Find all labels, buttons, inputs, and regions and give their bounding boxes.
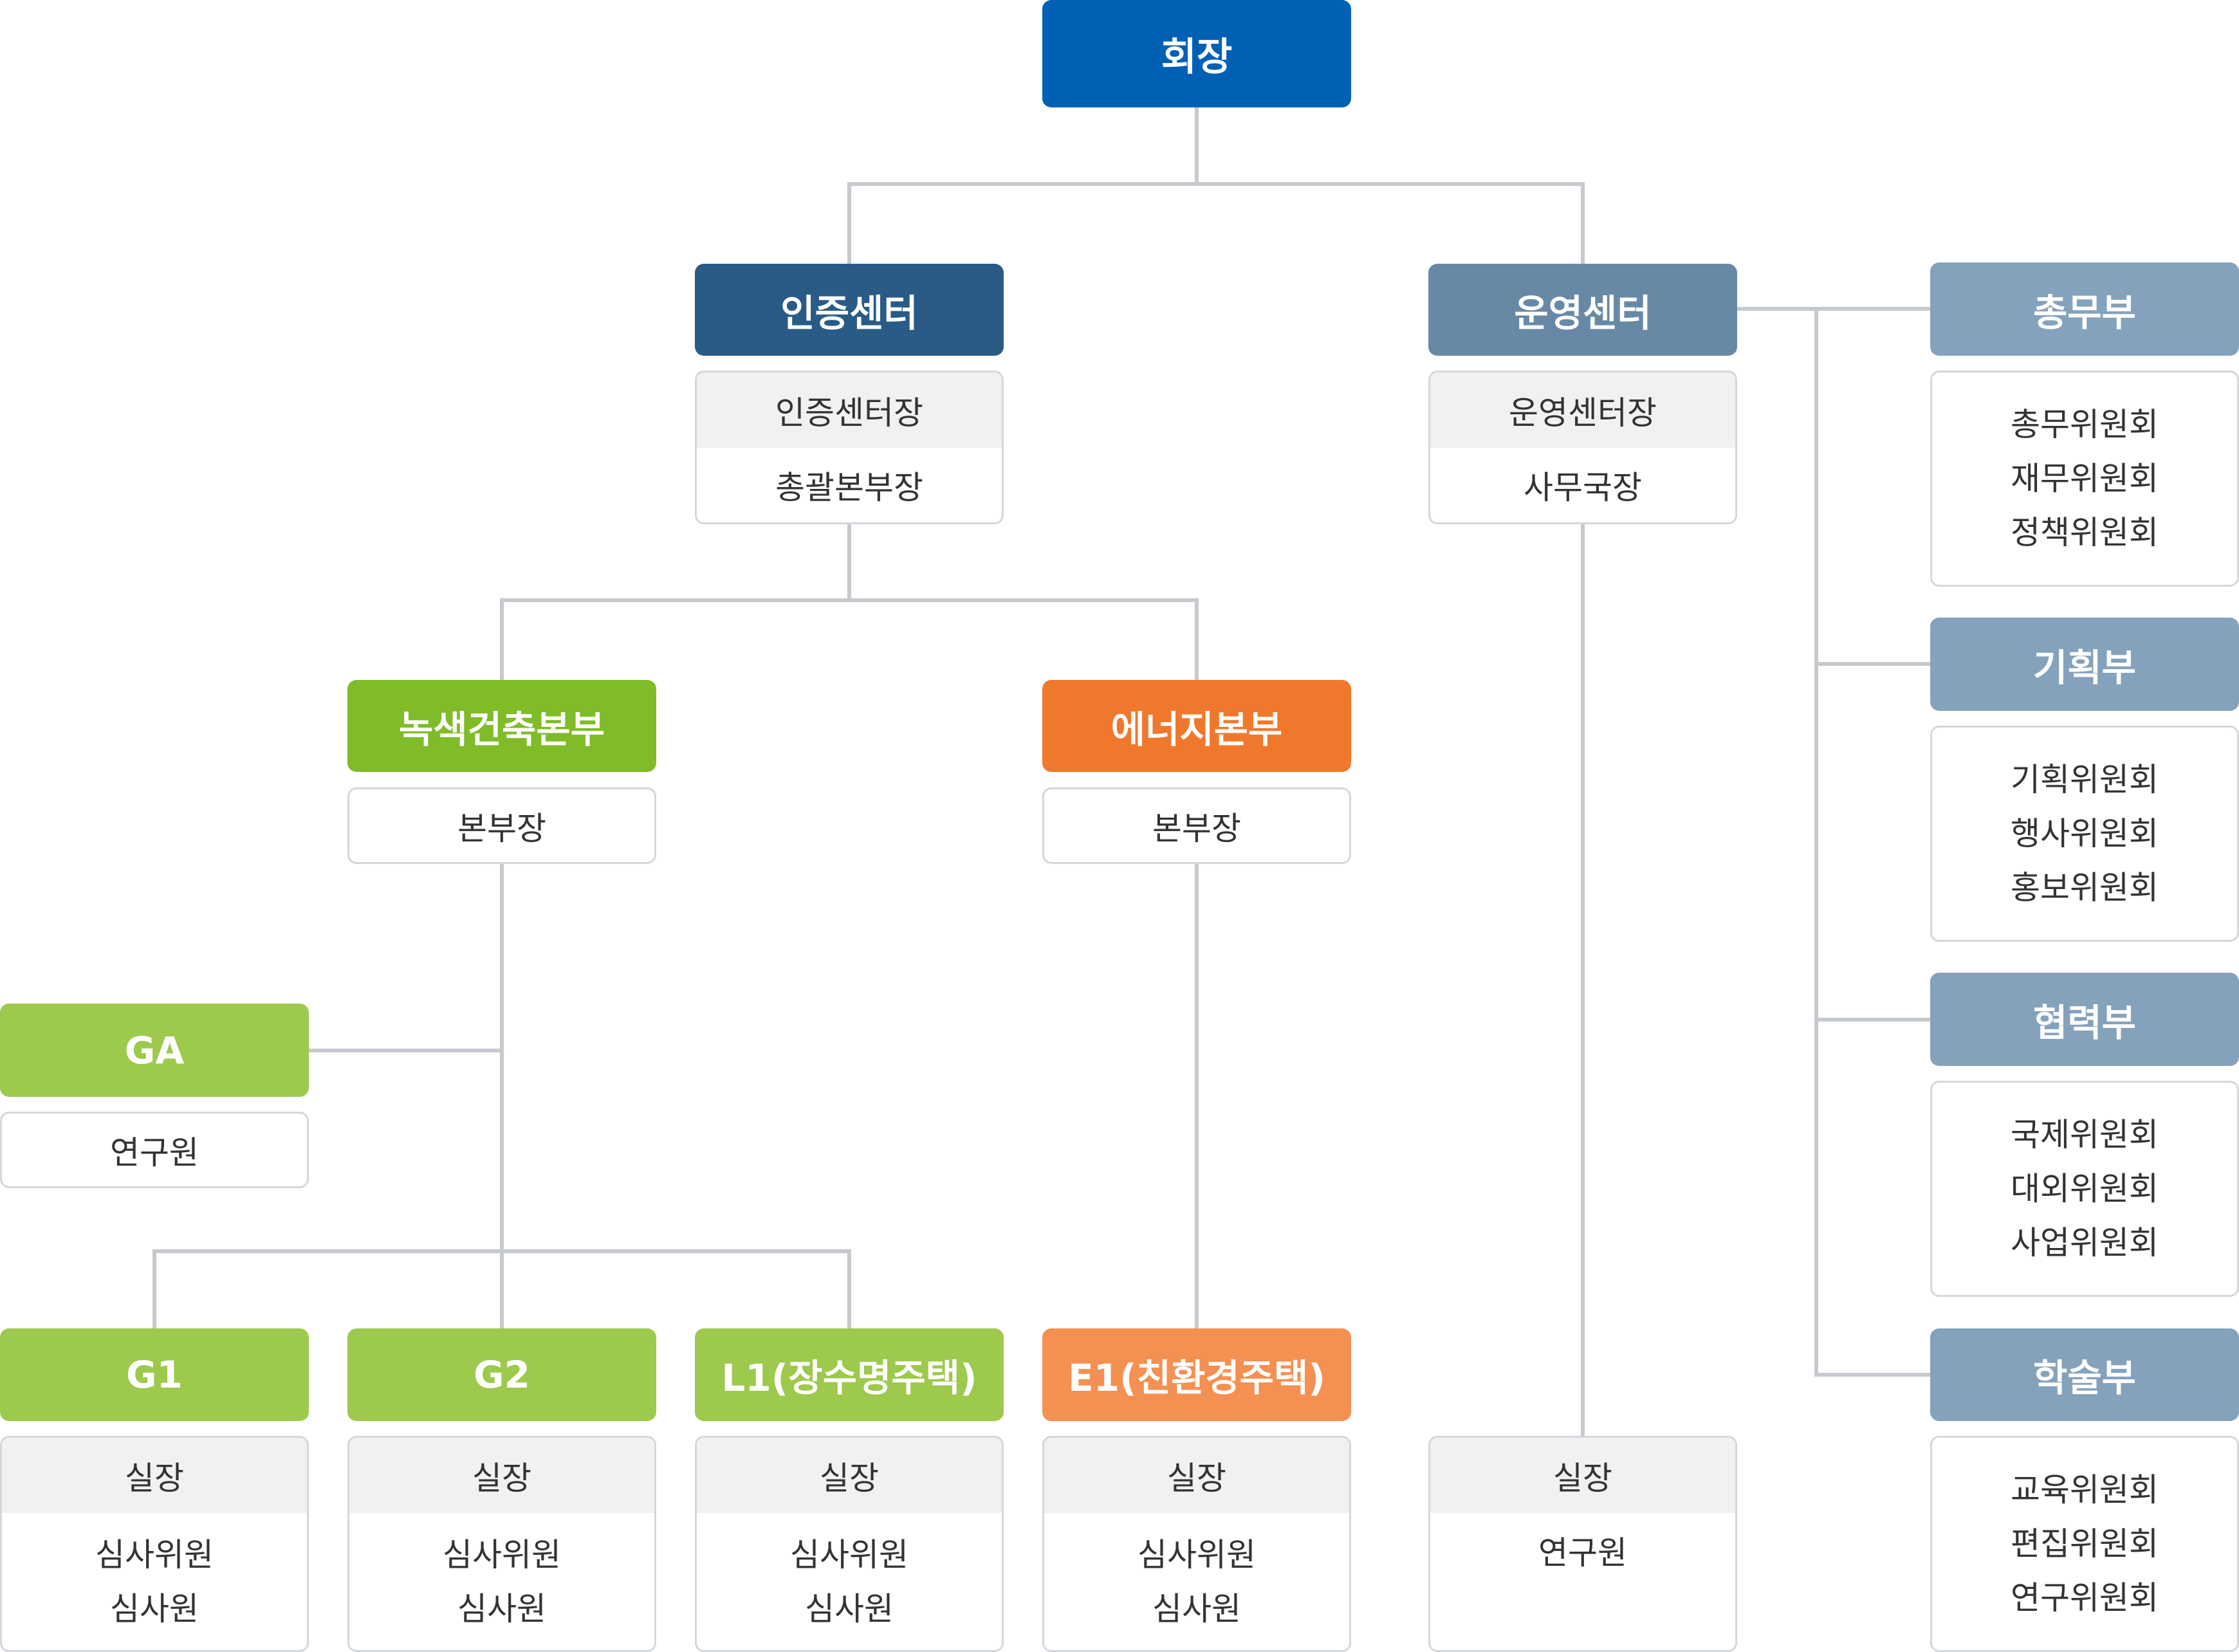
- team-g2-members: 실장 심사위원 심사원: [347, 1436, 656, 1652]
- cert-center-header: 인증센터: [695, 264, 1004, 356]
- green-hq-role: 본부장: [347, 787, 656, 864]
- ops-staff-researcher: 연구원: [1538, 1534, 1627, 1572]
- ops-center-roles: 운영센터장 사무국장: [1428, 371, 1737, 524]
- committee-item: 행사위원회: [2011, 815, 2159, 852]
- team-l1-staff: 심사위원 심사원: [697, 1513, 1002, 1650]
- connector-depts: [1735, 307, 1932, 1377]
- team-g1-member: 심사원: [110, 1590, 199, 1628]
- energy-hq-role: 본부장: [1042, 787, 1351, 864]
- team-e1-header: E1(친환경주택): [1042, 1328, 1351, 1421]
- team-e1-member: 심사원: [1152, 1590, 1241, 1628]
- ga-researcher: 연구원: [110, 1133, 199, 1171]
- dept-planning-header: 기획부: [1930, 618, 2239, 711]
- dept-cooperation-header: 협력부: [1930, 973, 2239, 1066]
- ops-secretary-general: 사무국장: [1524, 469, 1642, 506]
- ops-center-head: 운영센터장: [1430, 372, 1735, 448]
- committee-item: 재무위원회: [2011, 460, 2159, 497]
- team-e1-head: 실장: [1044, 1438, 1349, 1513]
- dept-general-affairs-committees: 총무위원회 재무위원회 정책위원회: [1930, 371, 2239, 587]
- connector-chairman: [847, 106, 1585, 266]
- team-e1-staff: 심사위원 심사원: [1044, 1513, 1349, 1650]
- cert-center-head: 인증센터장: [697, 372, 1002, 448]
- committee-item: 국제위원회: [2011, 1116, 2159, 1153]
- team-l1-member: 심사위원: [790, 1536, 908, 1574]
- committee-item: 편집위원회: [2011, 1525, 2159, 1563]
- energy-hq-head: 본부장: [1152, 809, 1241, 847]
- cert-center-roles: 인증센터장 총괄본부장: [695, 371, 1004, 524]
- team-g1-members: 실장 심사위원 심사원: [0, 1436, 309, 1652]
- team-g2-header: G2: [347, 1328, 656, 1421]
- ops-center-staff: 실장 연구원: [1428, 1436, 1737, 1652]
- dept-general-affairs-header: 총무부: [1930, 262, 2239, 356]
- team-e1-members: 실장 심사위원 심사원: [1042, 1436, 1351, 1652]
- team-g2-head: 실장: [349, 1438, 654, 1513]
- committee-item: 총무위원회: [2011, 406, 2159, 443]
- team-l1-member: 심사원: [805, 1590, 894, 1628]
- team-g1-header: G1: [0, 1328, 309, 1421]
- team-l1-head: 실장: [697, 1438, 1002, 1513]
- dept-planning-committees: 기획위원회 행사위원회 홍보위원회: [1930, 726, 2239, 942]
- committee-item: 연구위원회: [2011, 1579, 2159, 1617]
- committee-item: 홍보위원회: [2011, 869, 2159, 906]
- cert-center-general-manager: 총괄본부장: [775, 469, 923, 506]
- team-g2-member: 심사위원: [443, 1536, 561, 1574]
- connector-green: [152, 862, 851, 1332]
- team-g1-head: 실장: [2, 1438, 307, 1513]
- chairman-box: 회장: [1042, 0, 1351, 107]
- green-hq-head: 본부장: [457, 809, 546, 847]
- committee-item: 교육위원회: [2011, 1471, 2159, 1509]
- dept-cooperation-committees: 국제위원회 대외위원회 사업위원회: [1930, 1081, 2239, 1297]
- committee-item: 대외위원회: [2011, 1170, 2159, 1207]
- green-hq-header: 녹색건축본부: [347, 680, 656, 772]
- ga-role: 연구원: [0, 1112, 309, 1188]
- dept-academic-committees: 교육위원회 편집위원회 연구위원회: [1930, 1436, 2239, 1652]
- ga-header: GA: [0, 1004, 309, 1097]
- team-g1-staff: 심사위원 심사원: [2, 1513, 307, 1650]
- ops-center-header: 운영센터: [1428, 264, 1737, 356]
- dept-academic-header: 학술부: [1930, 1328, 2239, 1421]
- energy-hq-header: 에너지본부: [1042, 680, 1351, 772]
- committee-item: 기획위원회: [2011, 761, 2159, 798]
- team-g2-staff: 심사위원 심사원: [349, 1513, 654, 1650]
- team-e1-member: 심사위원: [1138, 1536, 1256, 1574]
- committee-item: 사업위원회: [2011, 1224, 2159, 1262]
- team-g1-member: 심사위원: [95, 1536, 214, 1574]
- committee-item: 정책위원회: [2011, 514, 2159, 551]
- team-l1-members: 실장 심사위원 심사원: [695, 1436, 1004, 1652]
- team-l1-header: L1(장수명주택): [695, 1328, 1004, 1421]
- team-g2-member: 심사원: [457, 1590, 546, 1628]
- connector-cert: [500, 522, 1199, 683]
- ops-staff-head: 실장: [1430, 1438, 1735, 1513]
